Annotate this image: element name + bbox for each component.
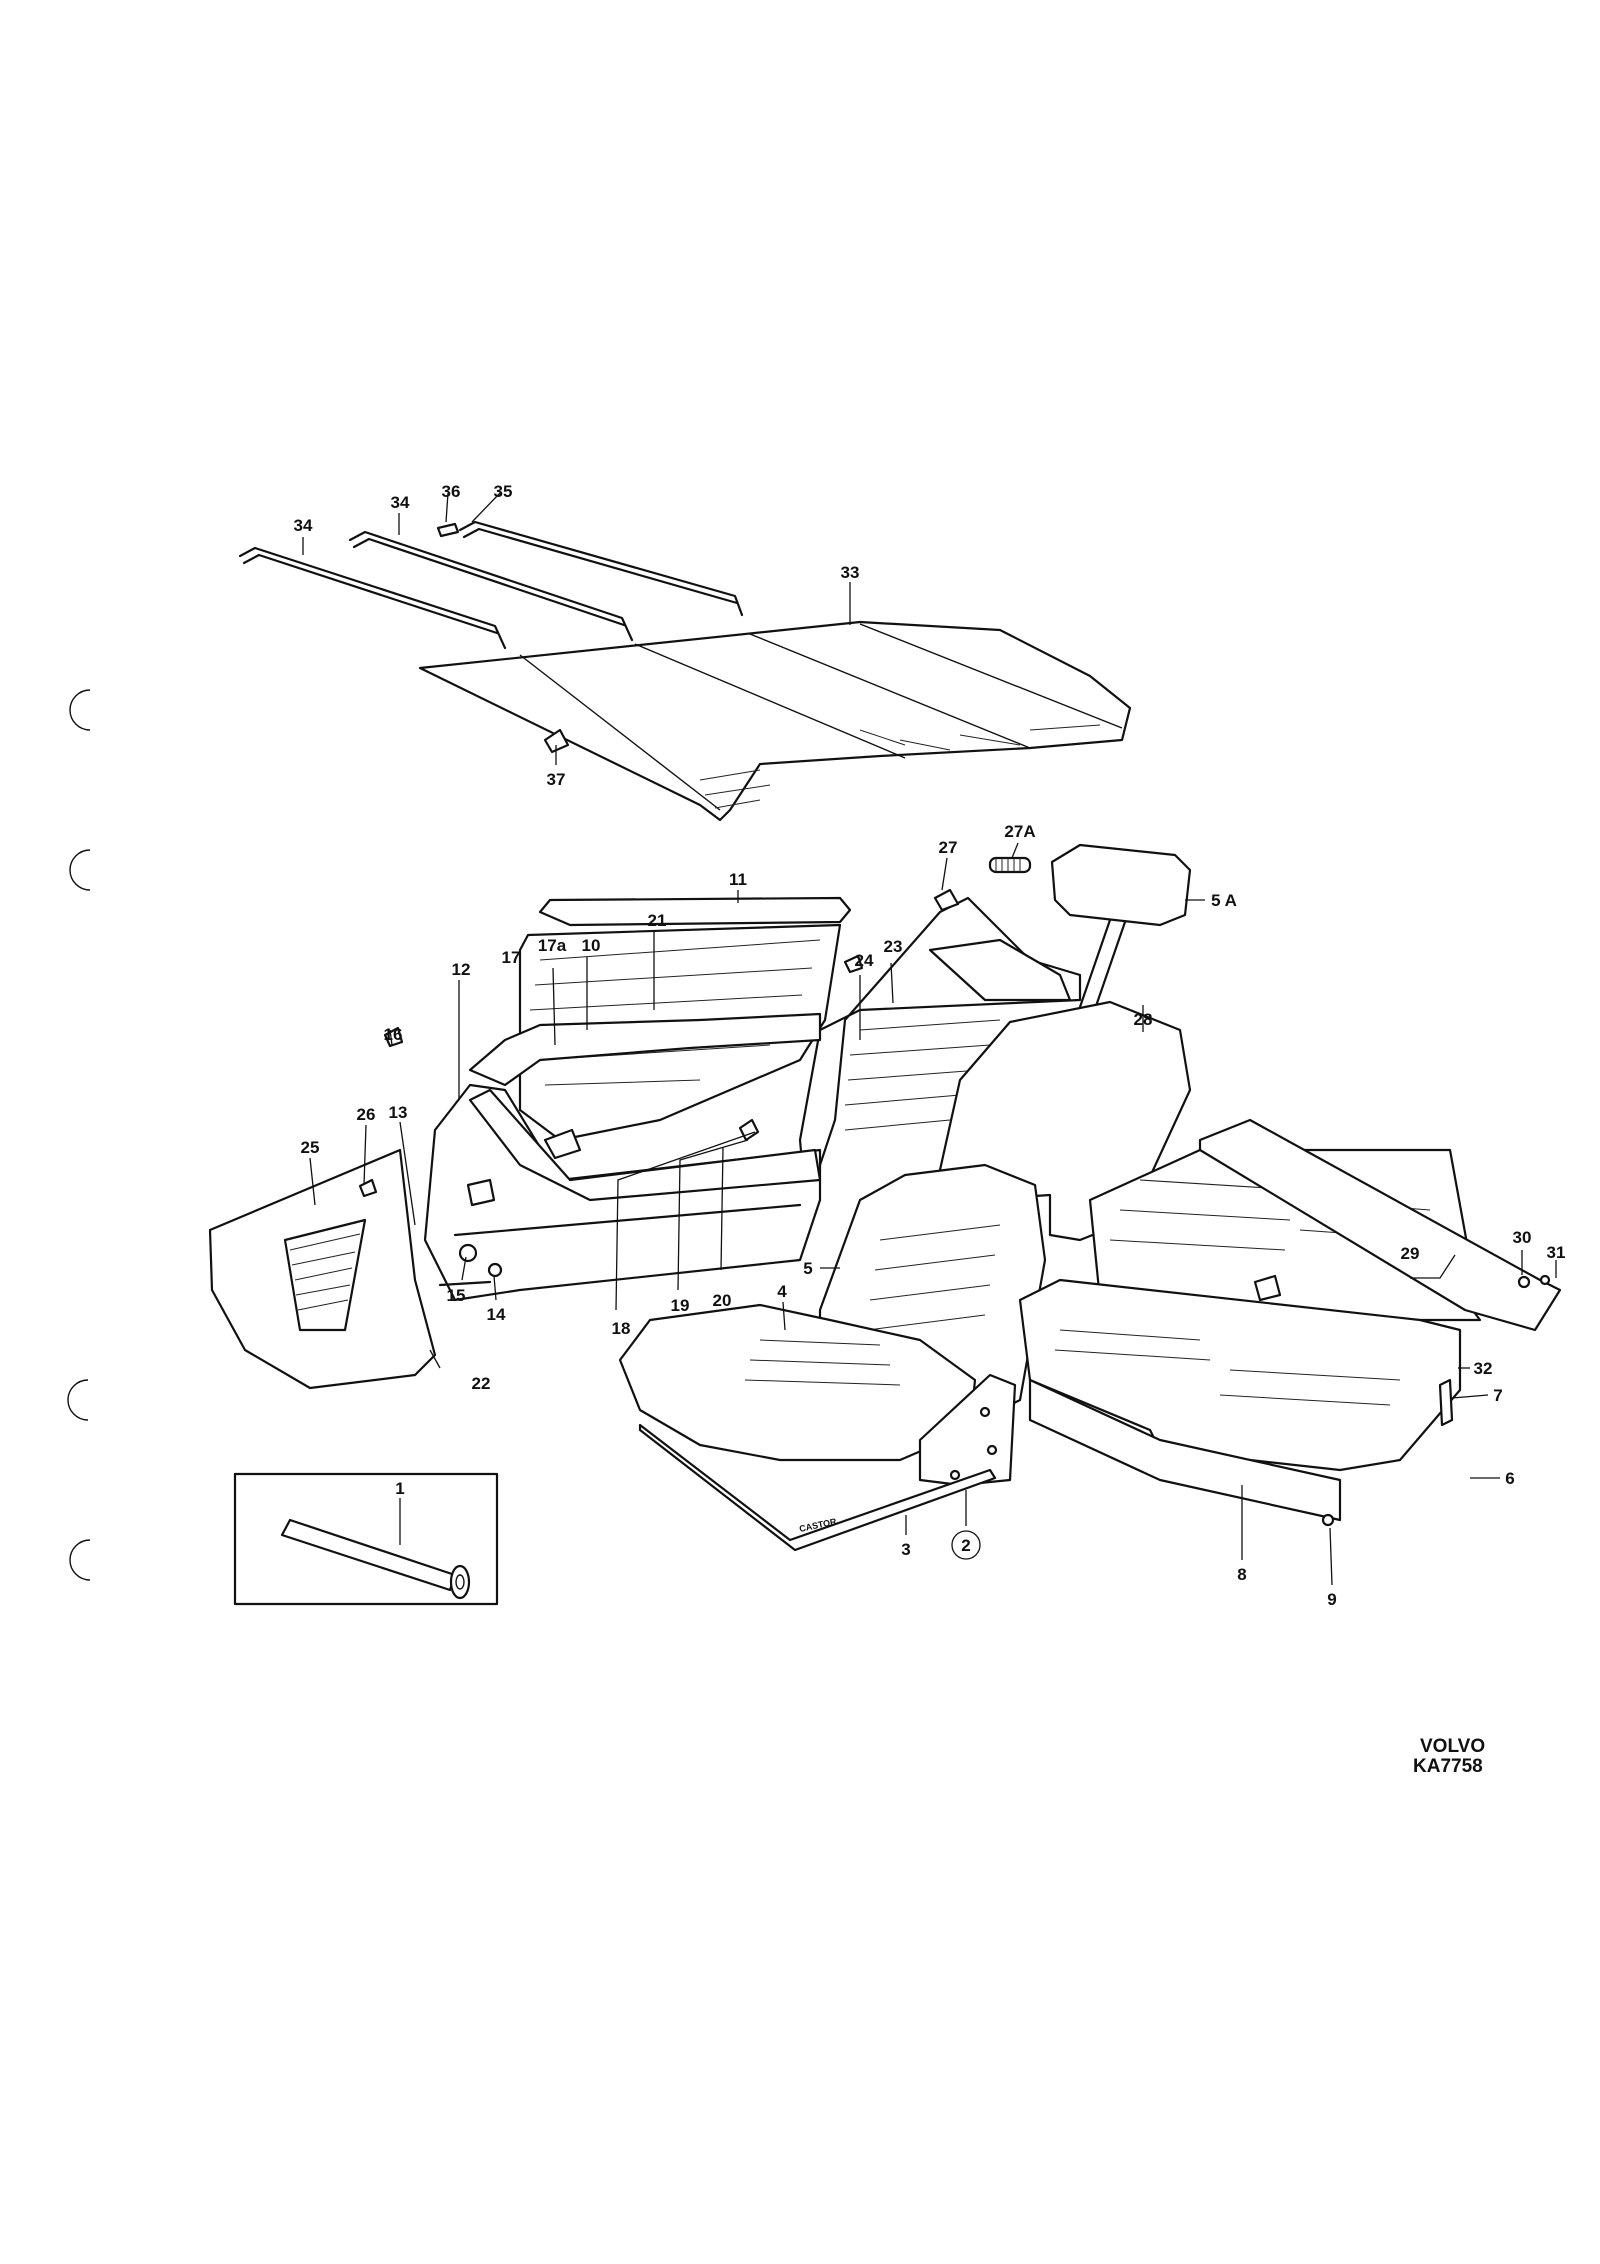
- callout-32: 32: [1474, 1359, 1493, 1378]
- callout-circle-2: [951, 1530, 981, 1560]
- rear-side-panel: [793, 888, 1082, 1242]
- callout-1: 1: [395, 1479, 404, 1498]
- front-seat: CASTOR: [618, 1163, 1047, 1552]
- handle: [738, 1118, 760, 1142]
- callout-25: 25: [301, 1138, 320, 1157]
- callout-6: 6: [1505, 1469, 1514, 1488]
- clip-24: [843, 954, 864, 974]
- callout-19: 19: [671, 1296, 690, 1315]
- callout-3: 3: [901, 1540, 910, 1559]
- callout-21: 21: [648, 911, 667, 930]
- callout-9: 9: [1327, 1590, 1336, 1609]
- callout-36: 36: [442, 482, 461, 501]
- callout-30: 30: [1513, 1228, 1532, 1247]
- callout-23: 23: [884, 937, 903, 956]
- callout-11: 11: [729, 870, 747, 889]
- badge-rear: [1253, 1274, 1282, 1302]
- callout-15: 15: [447, 1286, 466, 1305]
- callout-14: 14: [487, 1305, 506, 1324]
- callout-5a: 5 A: [1211, 891, 1237, 910]
- callout-27: 27: [939, 838, 958, 857]
- callout-5: 5: [803, 1259, 812, 1278]
- brand-name: VOLVO: [1420, 1736, 1485, 1757]
- clip-27: [933, 888, 960, 912]
- callout-33: 33: [841, 563, 860, 582]
- callout-31: 31: [1547, 1243, 1566, 1262]
- callout-17: 17: [502, 948, 521, 967]
- callout-10: 10: [582, 936, 601, 955]
- clip-16: [383, 1026, 404, 1048]
- badge: [466, 1178, 496, 1207]
- inset-item-1: [233, 1472, 499, 1606]
- callout-34: 34: [391, 493, 410, 512]
- leader-lines: [302, 492, 1557, 1586]
- binder-holes: [67, 689, 91, 1581]
- callout-20: 20: [713, 1291, 732, 1310]
- callout-24: 24: [855, 951, 874, 970]
- callout-8: 8: [1237, 1565, 1246, 1584]
- callout-34: 34: [294, 516, 313, 535]
- clip-36: [436, 522, 460, 538]
- clip-37: [543, 728, 570, 754]
- door-trim-upper: [468, 896, 864, 1142]
- callout-2: 2: [961, 1536, 970, 1555]
- callout-4: 4: [777, 1282, 787, 1301]
- callout-18: 18: [612, 1319, 631, 1338]
- callout-37: 37: [547, 770, 566, 789]
- clip-7: [1438, 1378, 1454, 1427]
- callout-labels: 34 34 36 35 33 37 27A 27 5 A 11 21 10 17…: [294, 482, 1566, 1609]
- kick-panel: [208, 1026, 437, 1390]
- callout-35: 35: [494, 482, 513, 501]
- callout-16: 16: [384, 1025, 403, 1044]
- callout-26: 26: [357, 1105, 376, 1124]
- callout-22: 22: [472, 1374, 491, 1393]
- roof-bows: [238, 520, 744, 650]
- callout-29: 29: [1401, 1244, 1420, 1263]
- callout-17a: 17a: [538, 936, 567, 955]
- callout-28: 28: [1134, 1010, 1153, 1029]
- callout-7: 7: [1493, 1386, 1502, 1405]
- callout-27a: 27A: [1004, 822, 1035, 841]
- headliner: [418, 620, 1132, 822]
- drawing-code: KA7758: [1413, 1756, 1483, 1777]
- callout-12: 12: [452, 960, 471, 979]
- rear-bench: [1018, 1118, 1562, 1527]
- callout-13: 13: [389, 1103, 408, 1122]
